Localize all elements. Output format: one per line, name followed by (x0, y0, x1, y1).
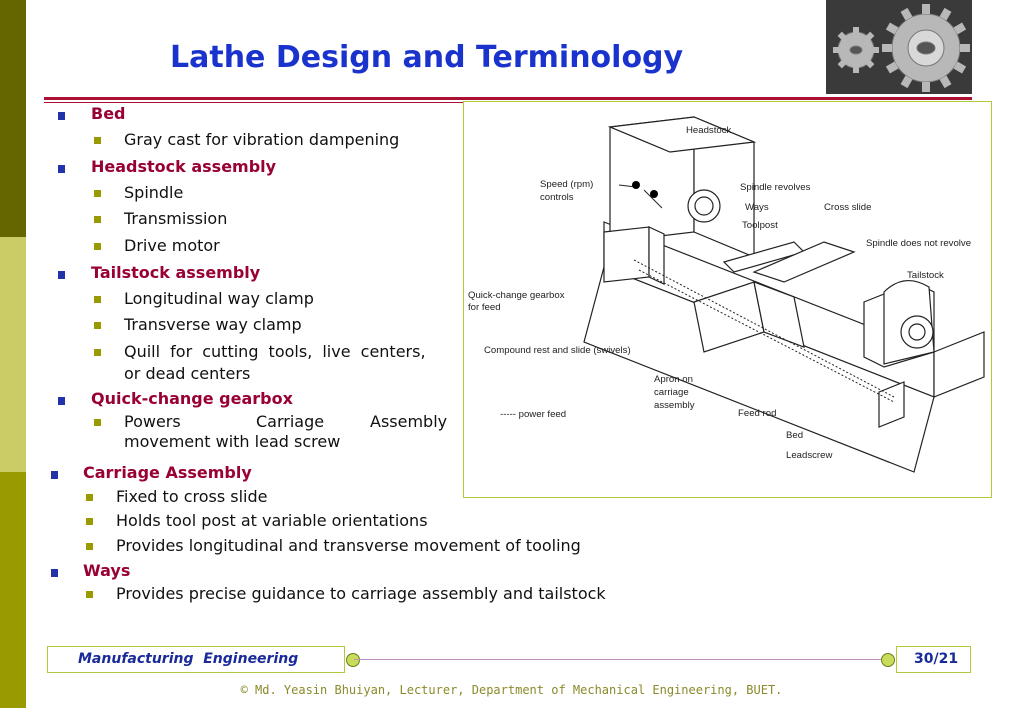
label-cross-slide: Cross slide (824, 202, 871, 213)
bullet-icon (94, 419, 101, 426)
bullet-icon (58, 397, 65, 405)
heading-tailstock: Tailstock assembly (91, 263, 261, 282)
label-speed: Speed (rpm) (540, 179, 593, 190)
label-headstock: Headstock (686, 125, 732, 136)
label-ways: Ways (745, 202, 769, 213)
list-item: Fixed to cross slide (116, 487, 268, 506)
label-controls: controls (540, 192, 574, 203)
bullet-icon (58, 112, 65, 120)
slide-title: Lathe Design and Terminology (170, 40, 684, 75)
footer-dot-left-icon (346, 653, 360, 667)
gears-image (826, 0, 972, 94)
list-item: Holds tool post at variable orientations (116, 511, 428, 530)
label-qcg: Quick-change gearbox (468, 290, 565, 301)
bullet-icon (86, 518, 93, 525)
copyright: © Md. Yeasin Bhuiyan, Lecturer, Departme… (240, 683, 783, 697)
label-leadscrew: Leadscrew (786, 450, 832, 461)
list-item: Powers (124, 412, 181, 431)
footer-course: Manufacturing Engineering (78, 651, 299, 667)
sidebar-band-bottom (0, 472, 26, 708)
list-item: Drive motor (124, 236, 220, 255)
bullet-icon (86, 591, 93, 598)
list-item: Assembly (370, 412, 448, 431)
list-item: Transverse way clamp (124, 315, 302, 334)
sidebar-band-middle (0, 237, 26, 472)
heading-gearbox: Quick-change gearbox (91, 389, 293, 408)
bullet-icon (94, 349, 101, 356)
label-tailstock: Tailstock (907, 270, 944, 281)
label-power-feed: ----- power feed (500, 409, 566, 420)
bullet-icon (94, 190, 101, 197)
heading-carriage: Carriage Assembly (83, 463, 252, 482)
footer-course-box (47, 646, 345, 673)
bullet-icon (94, 137, 101, 144)
list-item: Longitudinal way clamp (124, 289, 314, 308)
heading-headstock: Headstock assembly (91, 157, 277, 176)
bullet-icon (51, 471, 58, 479)
label-apron-carriage: carriage (654, 387, 689, 398)
bullet-icon (94, 296, 101, 303)
label-qcg-feed: for feed (468, 302, 501, 313)
bullet-icon (94, 216, 101, 223)
bullet-icon (94, 322, 101, 329)
footer-line (354, 659, 889, 660)
list-item: movement with lead screw (124, 432, 341, 451)
label-feed-rod: Feed rod (738, 408, 776, 419)
bullet-icon (86, 543, 93, 550)
page-number: 30/21 (914, 651, 959, 667)
bullet-icon (51, 569, 58, 577)
list-item: Quill for cutting tools, live centers, (124, 342, 426, 361)
list-item: Transmission (124, 209, 228, 228)
list-item: Carriage (256, 412, 325, 431)
label-toolpost: Toolpost (742, 220, 778, 231)
heading-ways: Ways (83, 561, 131, 580)
sidebar-band-top (0, 0, 26, 237)
list-item: Gray cast for vibration dampening (124, 130, 400, 149)
page-number-box (896, 646, 971, 673)
label-spindle-not: Spindle does not revolve (866, 238, 971, 249)
heading-bed: Bed (91, 104, 126, 123)
label-spindle-revolves: Spindle revolves (740, 182, 811, 193)
list-item: Provides precise guidance to carriage as… (116, 584, 606, 603)
bullet-icon (58, 271, 65, 279)
lathe-diagram: Headstock Speed (rpm) controls Spindle r… (463, 101, 992, 498)
label-apron-assembly: assembly (654, 400, 695, 411)
footer-dot-right-icon (881, 653, 895, 667)
list-item: Provides longitudinal and transverse mov… (116, 536, 581, 555)
bullet-icon (86, 494, 93, 501)
list-item: Spindle (124, 183, 184, 202)
label-bed: Bed (786, 430, 803, 441)
title-rule (44, 97, 972, 100)
list-item: or dead centers (124, 364, 251, 383)
bullet-icon (94, 243, 101, 250)
label-compound: Compound rest and slide (swivels) (484, 345, 631, 356)
bullet-icon (58, 165, 65, 173)
label-apron: Apron on (654, 374, 693, 385)
